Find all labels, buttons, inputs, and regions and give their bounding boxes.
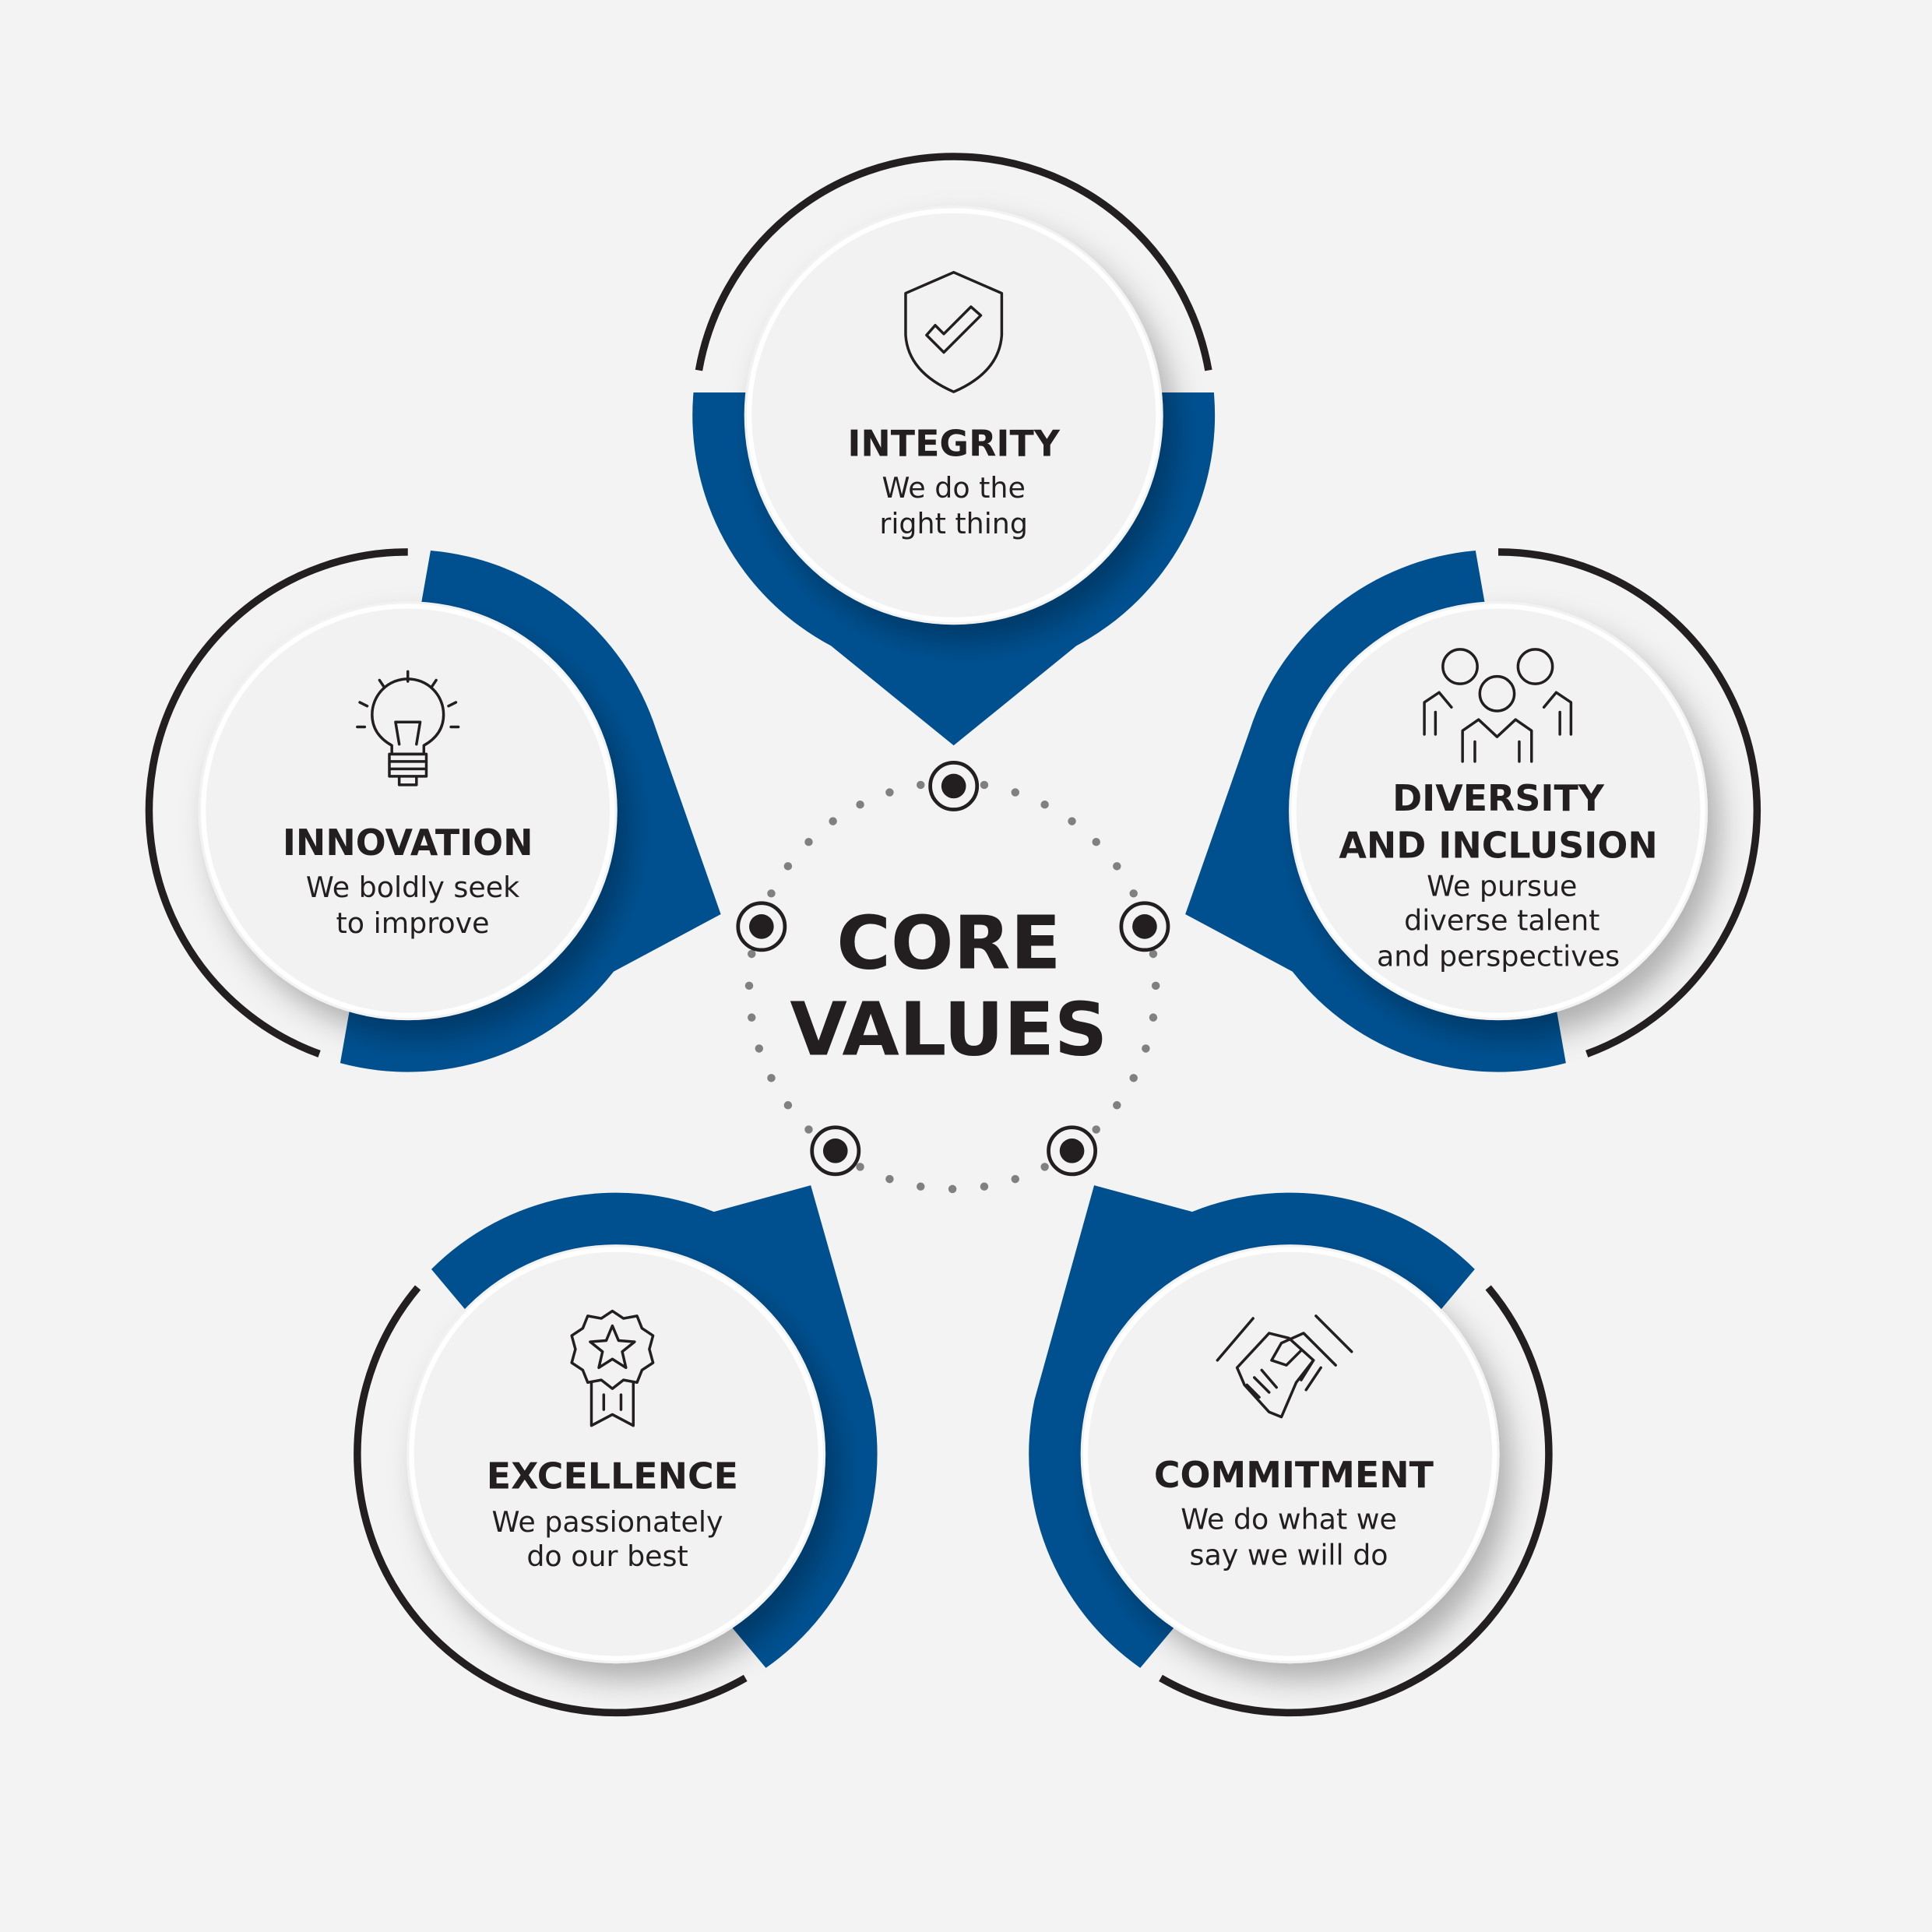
ring-dot bbox=[767, 1074, 776, 1082]
value-disc bbox=[744, 206, 1163, 625]
ring-dot bbox=[744, 981, 754, 991]
value-commitment-text: COMMITMENT We do what we say we will do bbox=[1154, 1454, 1434, 1572]
ring-dot bbox=[767, 889, 776, 898]
outer-ring-arc bbox=[695, 153, 1212, 371]
outer-ring-arc bbox=[145, 548, 408, 1057]
outer-ring-arc bbox=[1498, 548, 1761, 1057]
ring-dot bbox=[1040, 1163, 1049, 1171]
ring-dot bbox=[1129, 889, 1138, 898]
ring-dot bbox=[948, 1184, 957, 1194]
outer-ring-arc bbox=[354, 1285, 748, 1717]
ring-dot bbox=[804, 837, 813, 846]
value-disc bbox=[198, 601, 618, 1021]
value-desc-line: say we will do bbox=[1190, 1538, 1388, 1571]
connector-node-dot bbox=[822, 1138, 848, 1163]
value-desc-line: and perspectives bbox=[1377, 940, 1620, 973]
core-values-title-line1: CORE bbox=[836, 901, 1061, 987]
ring-dot bbox=[755, 1044, 764, 1053]
ring-dot bbox=[1113, 862, 1121, 871]
shield-check-icon bbox=[904, 270, 1004, 393]
ring-dot bbox=[1092, 1125, 1100, 1134]
value-desc-line: We do what we bbox=[1181, 1503, 1397, 1536]
ring-dot bbox=[783, 862, 793, 871]
disc-highlight bbox=[409, 1247, 823, 1661]
ring-dot bbox=[1092, 837, 1100, 846]
connector-node-dot bbox=[1059, 1138, 1085, 1163]
value-disc bbox=[1080, 1244, 1500, 1664]
ring-dot bbox=[748, 949, 756, 959]
ring-dot bbox=[1149, 1013, 1158, 1022]
value-excellence-text: EXCELLENCE We passionately do our best bbox=[487, 1455, 738, 1573]
value-desc-line: to improve bbox=[336, 906, 490, 940]
ring-dot bbox=[1011, 788, 1019, 797]
ring-dot bbox=[856, 1163, 864, 1171]
ring-dot bbox=[829, 817, 837, 825]
award-ribbon-icon bbox=[570, 1309, 655, 1427]
core-values-title-line2: VALUES bbox=[790, 987, 1107, 1072]
ring-dot bbox=[1142, 1044, 1150, 1053]
ring-dot bbox=[885, 1174, 894, 1184]
value-desc-line: We passionately bbox=[492, 1505, 723, 1539]
center-dotted-ring bbox=[736, 761, 1170, 1194]
ring-dot bbox=[804, 1125, 813, 1134]
outer-ring-arc bbox=[1159, 1285, 1553, 1717]
ring-dot bbox=[917, 1182, 925, 1191]
value-integrity-text: INTEGRITY We do the right thing bbox=[847, 422, 1060, 540]
value-node-integrity bbox=[692, 153, 1216, 746]
ring-dot bbox=[1113, 1101, 1121, 1110]
lightbulb-icon bbox=[356, 670, 460, 787]
value-disc bbox=[1289, 601, 1709, 1021]
people-group-icon bbox=[1423, 648, 1573, 763]
ring-dot bbox=[917, 780, 925, 790]
value-title: INTEGRITY bbox=[847, 422, 1060, 464]
ring-dot bbox=[1011, 1174, 1019, 1184]
ring-dot bbox=[1068, 817, 1076, 825]
handshake-icon bbox=[1216, 1314, 1353, 1419]
ring-dot bbox=[856, 800, 864, 809]
value-disc bbox=[406, 1244, 826, 1664]
ring-dot bbox=[748, 1013, 756, 1022]
ring-dot bbox=[783, 1101, 793, 1110]
ring-dot bbox=[885, 788, 894, 797]
value-desc-line: We do the bbox=[882, 471, 1025, 505]
value-title: COMMITMENT bbox=[1154, 1454, 1434, 1496]
connector-node-dot bbox=[1132, 914, 1157, 939]
value-title: AND INCLUSION bbox=[1339, 824, 1657, 866]
value-node-commitment bbox=[1029, 1185, 1553, 1717]
ring-dot bbox=[1040, 800, 1049, 809]
ring-dot bbox=[1129, 1074, 1138, 1082]
ring-dot bbox=[980, 780, 989, 790]
value-desc-line: right thing bbox=[879, 507, 1028, 540]
ring-dot bbox=[1151, 981, 1160, 991]
value-title: DIVERSITY bbox=[1392, 777, 1605, 819]
value-innovation-text: INNOVATION We boldly seek to improve bbox=[283, 822, 533, 940]
value-desc-line: We pursue bbox=[1427, 869, 1577, 903]
value-desc-line: We boldly seek bbox=[306, 871, 519, 904]
disc-highlight bbox=[200, 604, 615, 1018]
value-diversity-text: DIVERSITY AND INCLUSION We pursue divers… bbox=[1339, 777, 1657, 973]
value-title: INNOVATION bbox=[283, 822, 533, 864]
connector-node-dot bbox=[749, 914, 774, 939]
disc-highlight bbox=[746, 208, 1161, 623]
connector-node-dot bbox=[941, 773, 966, 799]
ring-dot bbox=[980, 1182, 989, 1191]
disc-highlight bbox=[1082, 1247, 1497, 1661]
value-desc-line: do our best bbox=[526, 1540, 688, 1573]
value-desc-line: diverse talent bbox=[1404, 904, 1599, 938]
value-node-excellence bbox=[354, 1185, 878, 1717]
ring-dot bbox=[1149, 949, 1158, 959]
value-title: EXCELLENCE bbox=[487, 1455, 738, 1497]
disc-highlight bbox=[1291, 604, 1705, 1018]
